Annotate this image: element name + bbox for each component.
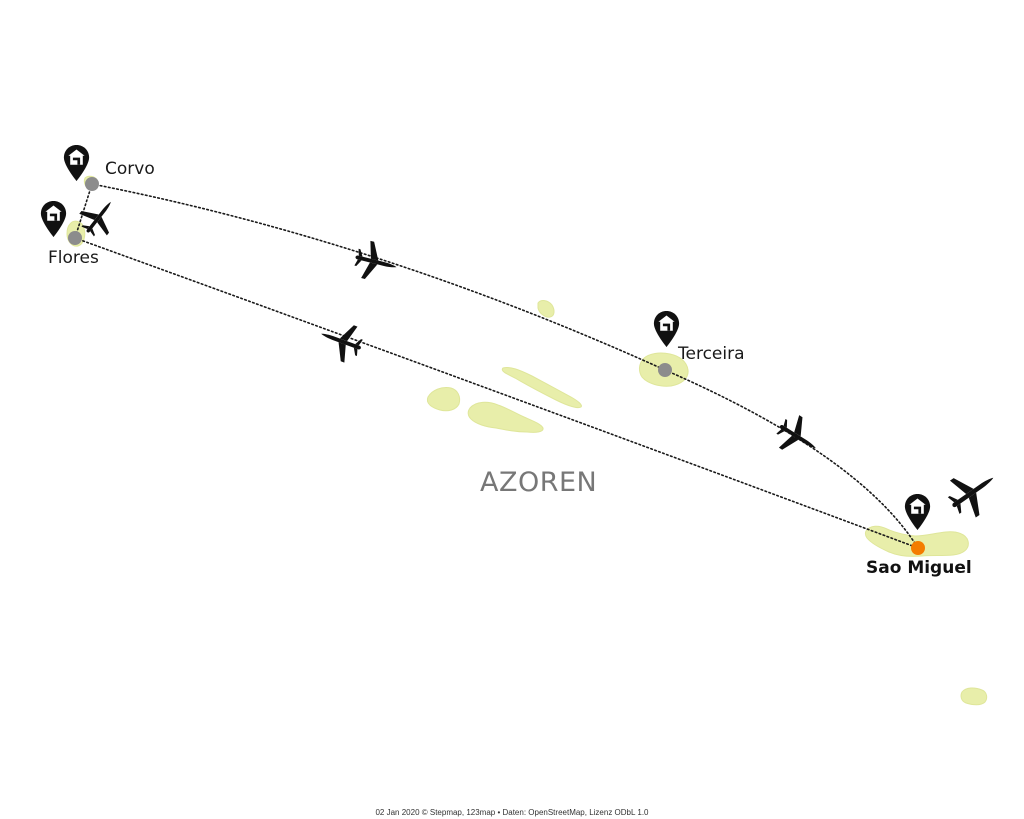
islands (66, 175, 988, 706)
route-corvo-terceira (91, 183, 666, 371)
map-credit: 02 Jan 2020 © Stepmap, 123map • Daten: O… (375, 808, 649, 817)
stop-dot-corvo (85, 177, 99, 191)
house-pin-icon (63, 145, 90, 181)
route-flores-sao-miguel (74, 237, 919, 549)
stop-label-corvo: Corvo (105, 159, 155, 179)
stop-label-flores: Flores (48, 248, 99, 268)
stop-dot-sao-miguel (911, 541, 925, 555)
stop-label-terceira: Terceira (677, 344, 745, 364)
island-santa-maria (960, 687, 988, 706)
island-faial (426, 387, 461, 412)
house-pin-icon (40, 201, 67, 237)
airplane-icon (314, 315, 368, 367)
stops (68, 177, 925, 555)
stop-dot-flores (68, 231, 82, 245)
stop-labels: Corvo Flores Terceira Sao Miguel (48, 159, 972, 578)
island-sao-jorge (501, 367, 582, 409)
airplane-icon (939, 459, 1007, 525)
stop-label-sao-miguel: Sao Miguel (866, 558, 972, 578)
island-pico (467, 401, 544, 433)
region-label: AZOREN (480, 467, 597, 498)
routes (74, 183, 919, 549)
house-pin-icon (904, 494, 931, 530)
route-corvo-flores (74, 183, 93, 239)
airplane-icon (769, 409, 827, 465)
stop-dot-terceira (658, 363, 672, 377)
route-terceira-sao-miguel (664, 369, 919, 549)
house-pin-icon (653, 311, 680, 347)
island-graciosa (537, 300, 555, 318)
airplane-icon (350, 238, 402, 286)
